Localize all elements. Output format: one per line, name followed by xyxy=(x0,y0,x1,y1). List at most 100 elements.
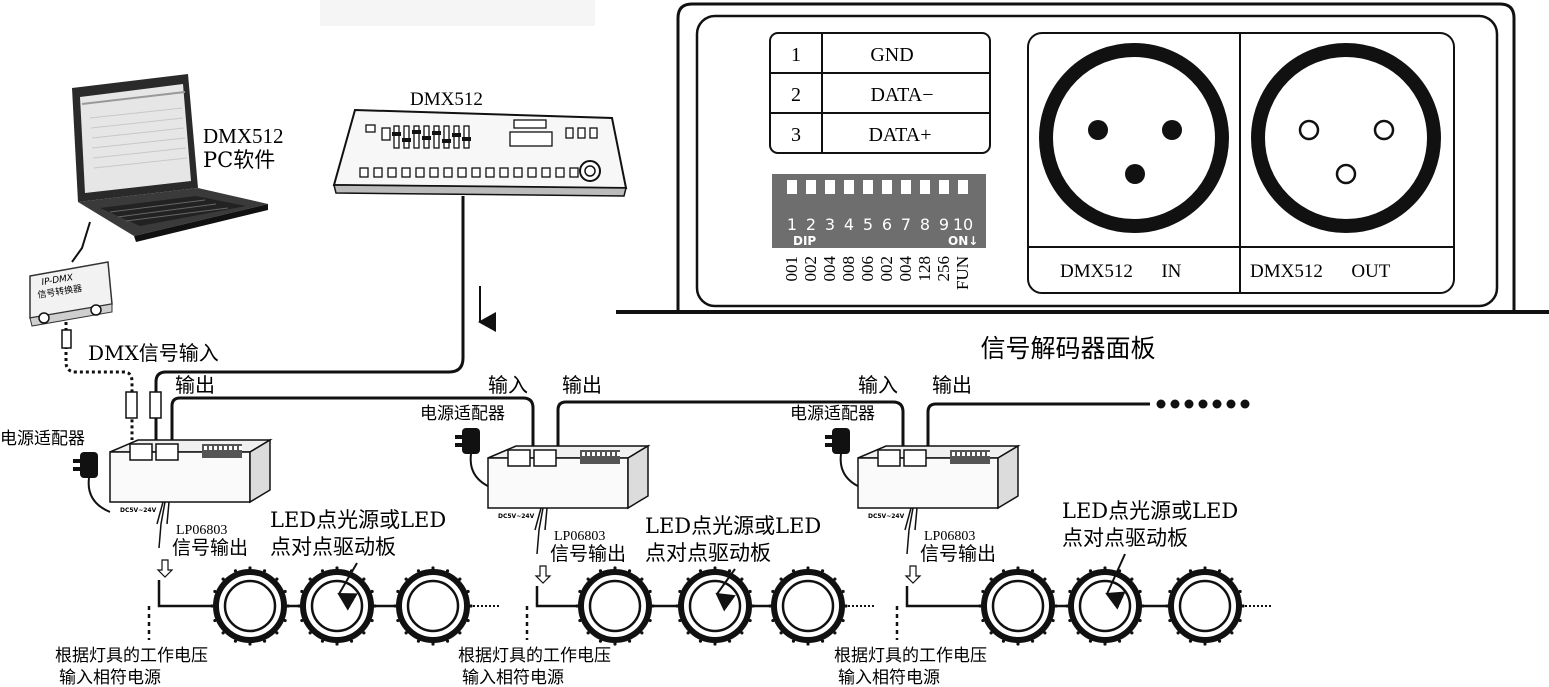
dip-label: DIP xyxy=(793,234,816,248)
dip-value: 002 xyxy=(877,256,896,282)
power-note-1: 根据灯具的工作电压 xyxy=(55,646,208,666)
out-pin-3 xyxy=(1335,163,1357,185)
dmx-console xyxy=(332,108,628,197)
model-label: LP06803 xyxy=(924,529,975,544)
dmx-out-connector xyxy=(1251,43,1441,233)
output-label: 输出 xyxy=(562,373,602,397)
model-label: LP06803 xyxy=(554,529,605,544)
console-button xyxy=(513,167,523,178)
dip-number: 10 xyxy=(953,215,973,234)
continuation-dots xyxy=(1156,399,1250,409)
power-note-1: 根据灯具的工作电压 xyxy=(834,646,987,666)
dip-toggle xyxy=(882,180,892,194)
driver-label-2: 点对点驱动板 xyxy=(645,541,771,565)
dip-number: 7 xyxy=(901,215,911,234)
in-pin-1 xyxy=(1088,120,1108,140)
pin-name-data-plus: DATA+ xyxy=(868,124,931,146)
chain-dot xyxy=(1240,399,1250,409)
dip-on-label: ON↓ xyxy=(948,234,978,248)
connector-block: DMX512 IN DMX512 OUT xyxy=(1027,32,1455,294)
dip-value: 004 xyxy=(820,256,839,282)
output-label: 输出 xyxy=(932,373,972,397)
dip-toggle xyxy=(844,180,854,194)
dip-number: 1 xyxy=(787,215,797,234)
signal-output-label: 信号输出 xyxy=(920,543,996,565)
dip-toggle xyxy=(939,180,949,194)
signal-output-label: 信号输出 xyxy=(172,537,248,559)
chain-dot xyxy=(1198,399,1208,409)
dmx-out-label: DMX512 OUT xyxy=(1250,261,1391,282)
dip-number: 5 xyxy=(863,215,873,234)
chain-dot xyxy=(1226,399,1236,409)
dc-voltage-label: DC5V~24V xyxy=(498,513,535,520)
chain-dot xyxy=(1156,399,1166,409)
power-note-2: 输入相符电源 xyxy=(59,668,161,687)
console-button xyxy=(555,167,565,178)
console-button xyxy=(387,167,397,178)
pin-number-3: 3 xyxy=(791,124,801,146)
panel-title: 信号解码器面板 xyxy=(980,334,1155,363)
driver-label-1: LED点光源或LED xyxy=(1062,499,1238,523)
dip-value: 002 xyxy=(801,256,820,282)
dip-toggle xyxy=(787,180,797,194)
pin-table: 1 GND 2 DATA− 3 DATA+ xyxy=(769,32,991,154)
console-button xyxy=(401,167,411,178)
dip-value: 256 xyxy=(934,256,953,282)
dc-voltage-label: DC5V~24V xyxy=(120,507,157,514)
dip-number: 3 xyxy=(825,215,835,234)
laptop-pc xyxy=(72,74,268,242)
pin-number-1: 1 xyxy=(791,44,801,66)
console-button xyxy=(569,167,579,178)
in-pin-2 xyxy=(1162,120,1182,140)
console-button xyxy=(415,167,425,178)
power-adapter xyxy=(832,428,850,454)
power-adapter xyxy=(462,428,480,454)
output-label: 输出 xyxy=(175,373,215,397)
chain-dot xyxy=(1184,399,1194,409)
dip-toggle xyxy=(901,180,911,194)
console-button xyxy=(471,167,481,178)
dip-number: 2 xyxy=(806,215,816,234)
dip-toggle xyxy=(958,180,968,194)
power-note-2: 输入相符电源 xyxy=(838,668,940,687)
dip-value: 006 xyxy=(858,256,877,282)
dip-number: 8 xyxy=(920,215,930,234)
driver-label-1: LED点光源或LED xyxy=(645,514,821,538)
out-pin-1 xyxy=(1298,119,1320,141)
console-button xyxy=(429,167,439,178)
driver-label-1: LED点光源或LED xyxy=(270,508,446,532)
pc-software-label-2: PC软件 xyxy=(203,148,275,172)
dip-number: 6 xyxy=(882,215,892,234)
dip-toggle xyxy=(825,180,835,194)
console-button xyxy=(373,167,383,178)
dip-value: 001 xyxy=(782,256,801,282)
power-adapter xyxy=(80,452,98,478)
power-adapter-label: 电源适配器 xyxy=(790,404,875,424)
decoder-unit-1: 输出电源适配器DC5V~24VLP06803信号输出LED点光源或LED点对点驱… xyxy=(0,373,501,687)
power-note-1: 根据灯具的工作电压 xyxy=(458,646,611,666)
signal-output-label: 信号输出 xyxy=(550,543,626,565)
pc-software-label-1: DMX512 xyxy=(203,124,284,148)
pin-number-2: 2 xyxy=(791,84,801,106)
dip-toggle xyxy=(806,180,816,194)
console-button xyxy=(359,167,369,178)
console-button xyxy=(499,167,509,178)
chain-dot xyxy=(1212,399,1222,409)
console-button xyxy=(443,167,453,178)
dc-voltage-label: DC5V~24V xyxy=(868,513,905,520)
dip-number: 9 xyxy=(939,215,949,234)
console-button xyxy=(457,167,467,178)
pin-name-gnd: GND xyxy=(870,44,913,66)
dip-value: FUN xyxy=(953,256,972,290)
dip-value: 004 xyxy=(896,256,915,282)
console-button xyxy=(527,167,537,178)
out-pin-2 xyxy=(1373,119,1395,141)
input-label: 输入 xyxy=(488,373,528,397)
dmx-console-label: DMX512 xyxy=(410,89,483,110)
driver-label-2: 点对点驱动板 xyxy=(270,535,396,559)
console-button xyxy=(541,167,551,178)
driver-label-2: 点对点驱动板 xyxy=(1062,526,1188,550)
model-label: LP06803 xyxy=(176,523,227,538)
console-button xyxy=(485,167,495,178)
